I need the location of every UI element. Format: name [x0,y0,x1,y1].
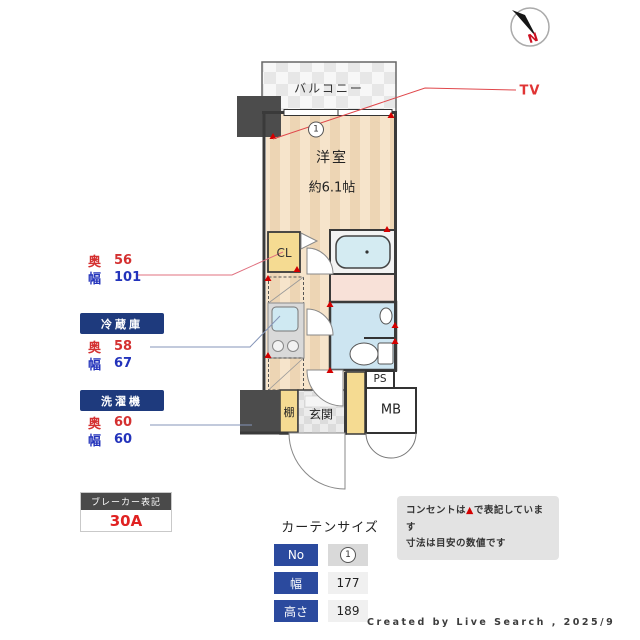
note-line-2: 寸法は目安の数値です [406,538,507,550]
washer-dimensions: 奥 60 幅 60 [88,414,133,449]
closet-width-row: 幅 101 [88,269,142,287]
width-label: 幅 [88,271,102,287]
stove-burner-right [287,340,299,352]
breaker-title: ブレーカー表記 [81,493,171,510]
depth-value: 60 [114,414,133,430]
hall-door [306,369,344,407]
fridge-depth-row: 奥 58 [88,338,133,356]
fridge-badge: 冷蔵庫 [80,313,164,334]
shelf-label: 棚 [283,406,295,419]
outlet-marker-icon: ▲ [466,505,474,516]
balcony-label: バルコニー [294,81,364,96]
meter-box-door-left [365,432,392,459]
breaker-value: 30A [109,511,143,530]
curtain-row-height: 高さ 189 [274,600,368,622]
room-label: 洋室 [316,150,348,166]
closet-dimensions: 奥 56 幅 101 [88,252,142,287]
curtain-row-width: 幅 177 [274,572,368,594]
outlet-icon [326,301,334,307]
depth-label: 奥 [88,416,102,432]
washer-space-diagonal [268,357,304,391]
curtain-row-no: No 1 [274,544,368,566]
washer-space [268,357,304,391]
bathtub-drain [365,250,369,254]
outlet-markers [264,112,399,373]
pillar-bottom [240,390,280,434]
washroom-area [329,273,397,303]
toilet-bowl [349,342,379,366]
stove-burner-left [272,340,284,352]
width-value: 101 [114,269,142,285]
curtain-no-circled: 1 [340,547,356,563]
curtain-row-label: 高さ [274,600,318,622]
compass-icon [510,7,550,47]
outlet-icon [383,226,391,232]
tv-leader-line [272,87,517,140]
closet-area [267,231,301,273]
curtain-row-value: 177 [328,572,368,594]
note-line-1: コンセントは▲で表記しています [406,503,550,536]
room-size-label: 約6.1帖 [308,180,356,196]
tv-label: TV [519,83,541,99]
washer-badge: 洗濯機 [80,390,164,411]
washroom-door [306,247,334,275]
credit-line: Created by Live Search , 2025/9 [367,617,616,628]
breaker-box: ブレーカー表記 30A [80,492,172,532]
note-line1-post: で表記しています [406,505,544,533]
curtain-row-value: 1 [328,544,368,566]
depth-label: 奥 [88,254,102,270]
depth-label: 奥 [88,340,102,356]
toilet-door [306,308,334,336]
toilet-tank [377,342,394,365]
outlet-icon [264,352,272,358]
curtain-row-label: 幅 [274,572,318,594]
closet-label: CL [276,246,292,260]
fridge-leader-line [150,315,281,348]
pillar-top [237,96,281,137]
front-door [288,432,346,490]
meter-box-door-right [390,432,417,459]
washer-width-row: 幅 60 [88,431,133,449]
window-number: 1 [308,121,324,138]
outlet-icon [326,367,334,373]
curtain-row-label: No [274,544,318,566]
balcony-area [261,61,397,113]
bathtub [335,235,391,269]
outlet-icon [391,338,399,344]
width-label: 幅 [88,433,102,449]
closet-door [300,232,319,250]
curtain-size-title: カーテンサイズ [281,520,379,536]
outlet-icon [293,266,301,272]
outlet-icon [391,322,399,328]
washer-depth-row: 奥 60 [88,414,133,432]
kitchen-sink [271,306,299,332]
outlet-icon [269,133,277,139]
closet-leader-line [137,251,284,276]
closet-depth-row: 奥 56 [88,252,141,270]
depth-value: 56 [114,252,133,268]
room-floor [266,112,396,232]
note-line1-pre: コンセントは [406,505,467,516]
fridge-dimensions: 奥 58 幅 67 [88,338,133,373]
outlet-icon [387,112,395,118]
fridge-space [268,276,304,304]
outlet-icon [264,275,272,281]
ps-label: PS [373,373,387,385]
window-number-badge: 1 [308,117,324,138]
toilet-hand-basin [379,307,393,325]
entrance-side-strip [345,371,366,435]
fridge-space-diagonal [268,276,304,304]
entrance-label: 玄関 [308,407,334,422]
fridge-width-row: 幅 67 [88,355,133,373]
outlet-note-box: コンセントは▲で表記しています 寸法は目安の数値です [397,496,559,560]
width-value: 67 [114,355,133,371]
width-value: 60 [114,431,133,447]
curtain-row-value: 189 [328,600,368,622]
depth-value: 58 [114,338,133,354]
meter-box [365,387,417,434]
mb-label: MB [380,402,402,418]
width-label: 幅 [88,357,102,373]
